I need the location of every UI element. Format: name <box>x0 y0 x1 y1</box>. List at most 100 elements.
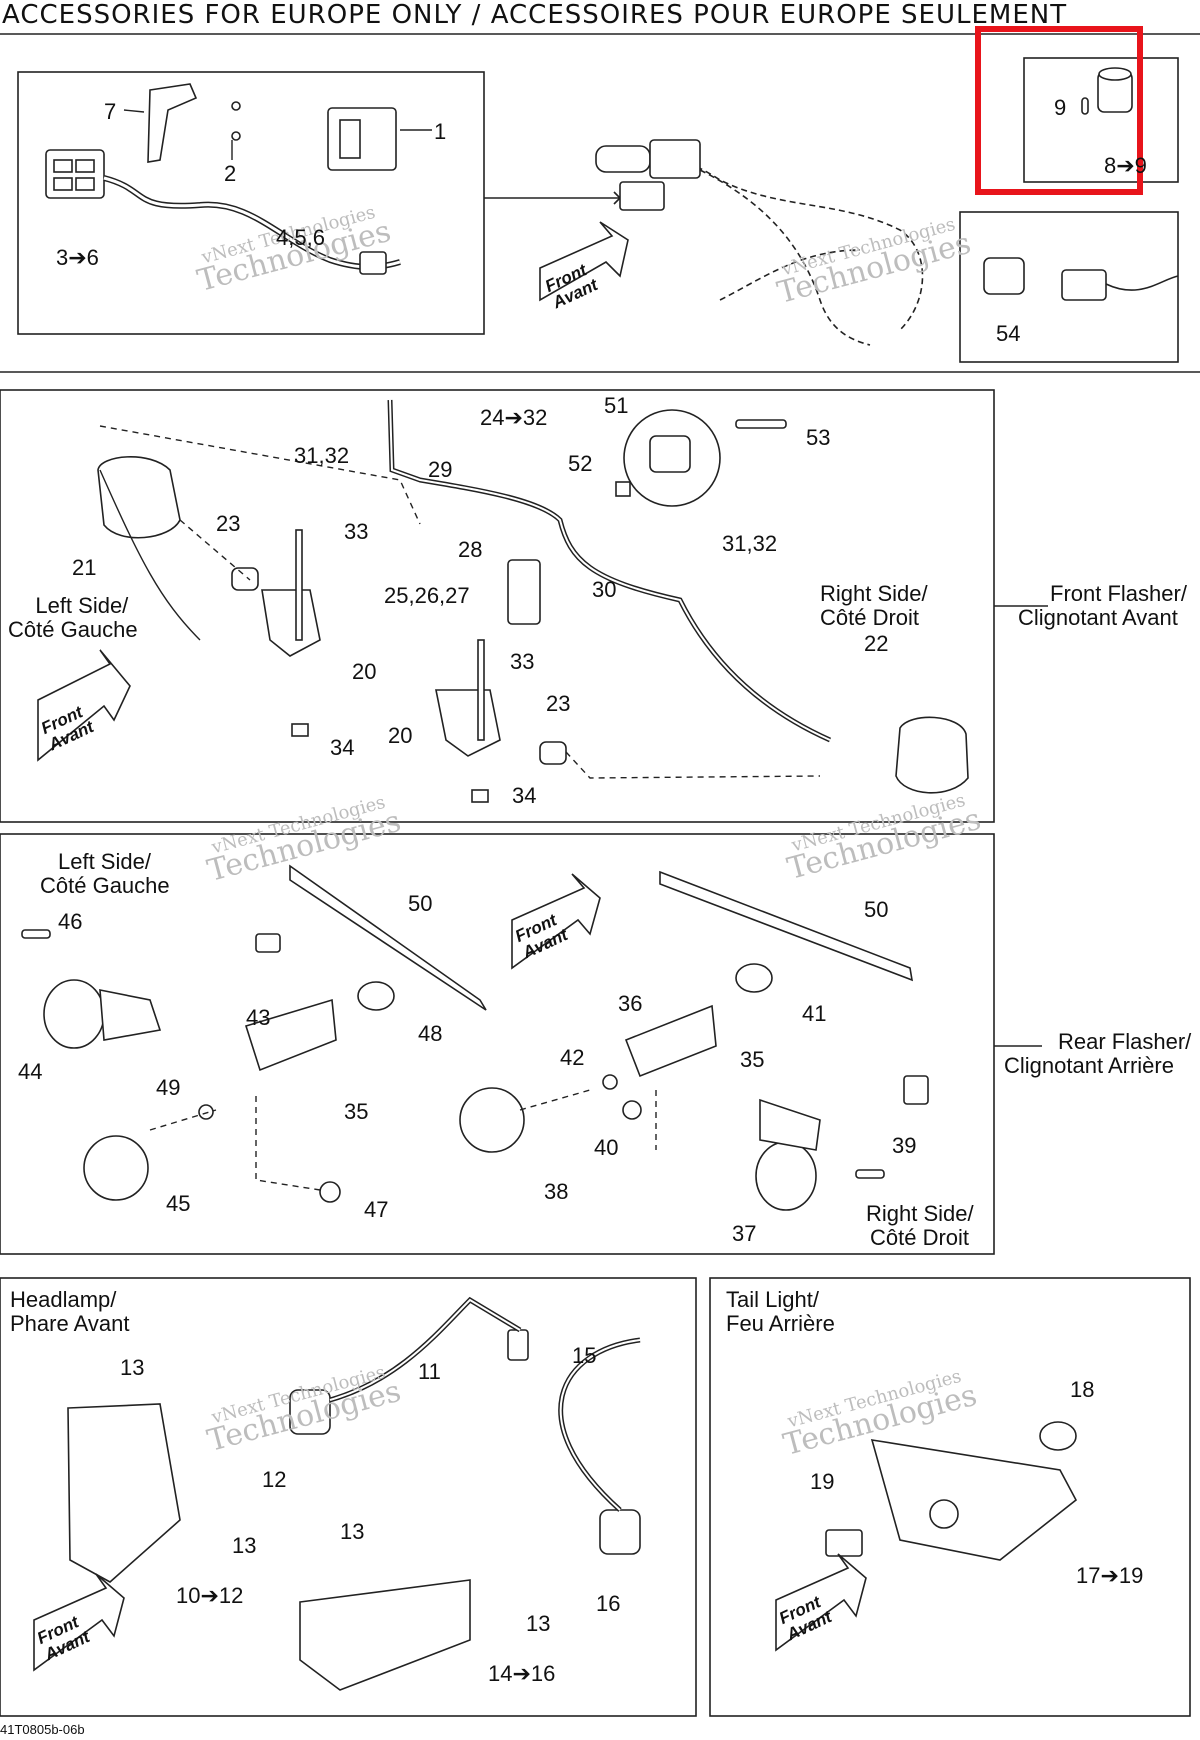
part-label: 53 <box>806 425 831 450</box>
tail-light-17-19 <box>870 1439 1078 1561</box>
section-rear-flasher: Rear Flasher/Clignotant Arrière <box>1004 1029 1192 1078</box>
part-label: 18 <box>1070 1377 1095 1402</box>
part-label: 21 <box>72 555 97 580</box>
bracket-20b <box>435 689 501 757</box>
part-label: 35 <box>344 1099 369 1124</box>
part-label: 36 <box>618 991 643 1016</box>
part-label: 40 <box>594 1135 619 1160</box>
nut-40 <box>622 1100 642 1120</box>
part-label: 31,32 <box>294 443 350 468</box>
part-label: 42 <box>560 1045 585 1070</box>
side-label-left-rear: Left Side/Côté Gauche <box>40 849 170 898</box>
part-label: 47 <box>364 1197 389 1222</box>
rear-flasher-37 <box>755 1141 817 1211</box>
nut-34a <box>291 723 309 737</box>
part-label: 43 <box>246 1005 271 1030</box>
part-label: 38 <box>544 1179 569 1204</box>
grommet-23b <box>539 741 567 765</box>
front-arrow-tail <box>775 1553 867 1652</box>
nut-52 <box>615 481 631 497</box>
part-label: 10➔12 <box>176 1583 244 1608</box>
part-label: 45 <box>166 1191 191 1216</box>
part-label: 37 <box>732 1221 757 1246</box>
part-label: 7 <box>104 99 117 124</box>
part-label: 9 <box>1054 95 1067 120</box>
front-arrow-rear <box>511 873 601 970</box>
nut-34b <box>471 789 489 803</box>
part-label: 50 <box>408 891 433 916</box>
connector-4-5-6 <box>359 251 387 275</box>
part-label: 20 <box>388 723 413 748</box>
nut-49 <box>198 1104 214 1120</box>
part-label: 13 <box>526 1611 551 1636</box>
part-label: 4,5,6 <box>276 225 325 250</box>
tail-light-box <box>709 1277 1191 1717</box>
bolt-53 <box>735 419 787 429</box>
bulb-holder-12 <box>289 1389 331 1435</box>
left-front-flasher-21 <box>97 456 181 539</box>
part-label: 33 <box>510 649 535 674</box>
part-label: 39 <box>892 1133 917 1158</box>
front-arrow-top <box>539 221 629 302</box>
relay-1 <box>327 107 397 171</box>
part-label: 14➔16 <box>488 1661 556 1686</box>
plate-50b <box>659 870 914 982</box>
bulb-18 <box>1039 1421 1077 1451</box>
switch-housing <box>45 149 105 199</box>
part-label: 34 <box>330 735 355 760</box>
bracket-36 <box>624 1004 717 1078</box>
rear-flasher-44 <box>43 979 105 1049</box>
bracket-7 <box>147 83 198 163</box>
grommet-41 <box>735 963 773 993</box>
lens-38 <box>459 1087 525 1153</box>
socket-19 <box>929 1499 959 1529</box>
headlamp-box <box>0 1277 697 1717</box>
part-label: 3➔6 <box>56 245 99 270</box>
bulb-holder-16 <box>599 1509 641 1555</box>
page-title: ACCESSORIES FOR EUROPE ONLY / ACCESSOIRE… <box>2 0 1068 30</box>
right-front-flasher-22 <box>895 716 969 794</box>
bolt-39 <box>855 1169 885 1179</box>
lens-45 <box>83 1135 149 1201</box>
part-label: 44 <box>18 1059 43 1084</box>
section-tail-light: Tail Light/Feu Arrière <box>726 1287 835 1336</box>
part-label: 41 <box>802 1001 827 1026</box>
headlamp-10-12 <box>67 1403 181 1583</box>
part-label: 16 <box>596 1591 621 1616</box>
highlight-frame <box>975 26 1143 195</box>
fuse-box <box>1023 57 1179 183</box>
part-label: 22 <box>864 631 889 656</box>
connector-25-27 <box>507 559 541 625</box>
grommet-48 <box>357 981 395 1011</box>
part-label: 2 <box>224 161 237 186</box>
part-label: 51 <box>604 393 629 418</box>
bolt-33b <box>477 639 485 741</box>
part-label: 20 <box>352 659 377 684</box>
connector-box <box>959 211 1179 363</box>
headlamp-14-16 <box>299 1579 471 1691</box>
side-label-right-rear: Right Side/Côté Droit <box>866 1201 974 1250</box>
bolt-33a <box>295 529 303 641</box>
part-label: 13 <box>232 1533 257 1558</box>
bracket-20a <box>261 589 321 657</box>
part-label: 30 <box>592 577 617 602</box>
rear-flasher-box <box>0 833 995 1255</box>
part-label: 48 <box>418 1021 443 1046</box>
part-label: 24➔32 <box>480 405 548 430</box>
part-label: 11 <box>418 1359 441 1384</box>
drawing-code: 41T0805b-06b <box>0 1722 85 1737</box>
part-label: 15 <box>572 1343 597 1368</box>
nut-47 <box>319 1181 341 1203</box>
bolt-46 <box>21 929 51 939</box>
plate-50a <box>289 864 487 1011</box>
part-label: 23 <box>216 511 241 536</box>
part-label: 49 <box>156 1075 181 1100</box>
part-label: 54 <box>996 321 1021 346</box>
part-label: 31,32 <box>722 531 778 556</box>
section-headlamp: Headlamp/Phare Avant <box>10 1287 130 1336</box>
grommet-23a <box>231 567 259 591</box>
part-label: 17➔19 <box>1076 1563 1144 1588</box>
part-label: 50 <box>864 897 889 922</box>
part-label: 46 <box>58 909 83 934</box>
